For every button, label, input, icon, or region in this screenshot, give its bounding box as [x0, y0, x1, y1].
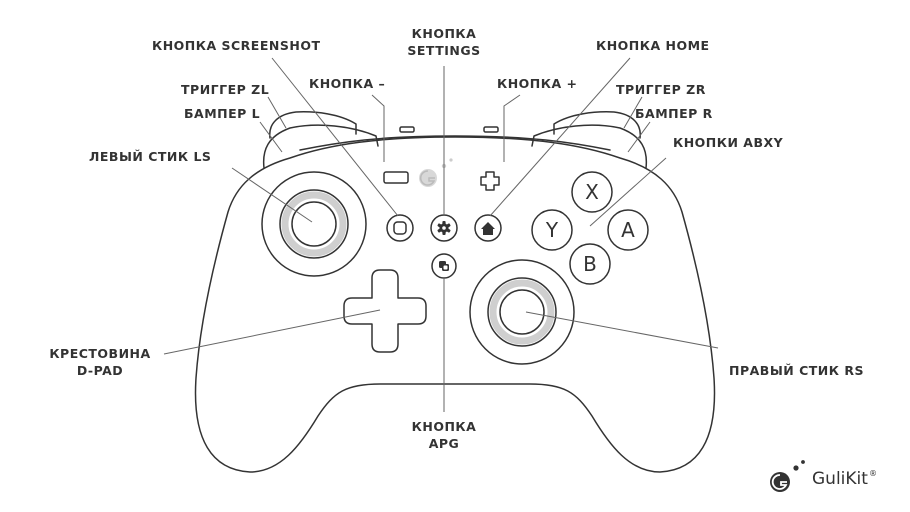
left-stick-cap-inner [291, 201, 337, 247]
right-stick-ring [469, 259, 575, 365]
leader-bumper-r [627, 121, 651, 153]
settings-button [430, 214, 458, 242]
leader-lines [163, 57, 719, 412]
right-bumper-r [531, 124, 648, 169]
button-x-label: X [585, 180, 599, 204]
top-tab-right [483, 126, 499, 133]
screenshot-icon [393, 221, 407, 235]
dpad [343, 269, 427, 353]
left-trigger-zl [269, 111, 357, 139]
home-button [474, 214, 502, 242]
top-tab-left [399, 126, 415, 133]
button-y-circle [531, 209, 573, 251]
leader-plus [503, 94, 521, 162]
label-trigger-zl: ТРИГГЕР ZL [181, 82, 270, 97]
button-b-circle [569, 243, 611, 285]
leader-home [489, 57, 631, 217]
minus-icon [383, 171, 409, 184]
button-b-label: B [583, 252, 597, 276]
button-x-circle [571, 171, 613, 213]
controller-top-edge [299, 135, 611, 151]
brand-registered-mark: ® [868, 469, 877, 478]
gulikit-logo-icon [419, 158, 453, 187]
leader-right-stick [525, 311, 719, 349]
label-right-stick: ПРАВЫЙ СТИК RS [729, 363, 864, 378]
gear-icon [437, 221, 451, 235]
plus-icon [480, 171, 500, 191]
right-trigger-zr [553, 111, 641, 139]
label-dpad-line2: D-PAD [76, 363, 124, 378]
left-bumper-l [262, 124, 379, 169]
label-screenshot-button: КНОПКА SCREENSHOT [152, 38, 321, 53]
label-abxy-buttons: КНОПКИ ABXY [673, 135, 784, 150]
label-bumper-r: БАМПЕР R [635, 106, 713, 121]
left-stick-ring [261, 171, 367, 277]
label-minus-button: КНОПКА – [309, 76, 386, 91]
brand-wordmark: GuliKit® [812, 469, 877, 489]
label-settings-line2: SETTINGS [407, 43, 481, 58]
leader-dpad [163, 309, 381, 355]
leader-minus [371, 94, 385, 162]
gulikit-brand-logo-icon [770, 460, 805, 492]
label-settings-button: КНОПКА SETTINGS [396, 25, 492, 59]
screenshot-button [386, 214, 414, 242]
label-dpad-line1: КРЕСТОВИНА [49, 346, 151, 361]
label-apg-button: КНОПКА APG [400, 418, 488, 452]
leader-left-stick [231, 167, 313, 223]
label-bumper-l: БАМПЕР L [184, 106, 261, 121]
left-stick-cap-outer [279, 189, 349, 259]
right-stick-cap-outer [487, 277, 557, 347]
leader-zr [623, 96, 643, 129]
apg-icon [439, 261, 449, 271]
leader-abxy [589, 157, 667, 227]
label-settings-line1: КНОПКА [411, 26, 477, 41]
brand-name: GuliKit [812, 469, 868, 489]
left-stick-cap-gray [281, 191, 347, 257]
label-dpad: КРЕСТОВИНА D-PAD [36, 345, 164, 379]
label-plus-button: КНОПКА + [497, 76, 578, 91]
button-a-circle [607, 209, 649, 251]
button-y-label: Y [545, 218, 559, 242]
button-a-label: A [621, 218, 635, 242]
leader-zl [267, 96, 287, 129]
right-stick-cap-inner [499, 289, 545, 335]
right-stick-cap-gray [489, 279, 555, 345]
label-apg-line2: APG [428, 436, 460, 451]
home-icon [481, 222, 495, 235]
label-left-stick: ЛЕВЫЙ СТИК LS [89, 149, 212, 164]
label-home-button: КНОПКА HOME [596, 38, 710, 53]
leader-screenshot [271, 57, 399, 217]
label-trigger-zr: ТРИГГЕР ZR [616, 82, 706, 97]
controller-body-outline [194, 136, 716, 473]
label-apg-line1: КНОПКА [411, 419, 477, 434]
leader-bumper-l [259, 121, 283, 153]
